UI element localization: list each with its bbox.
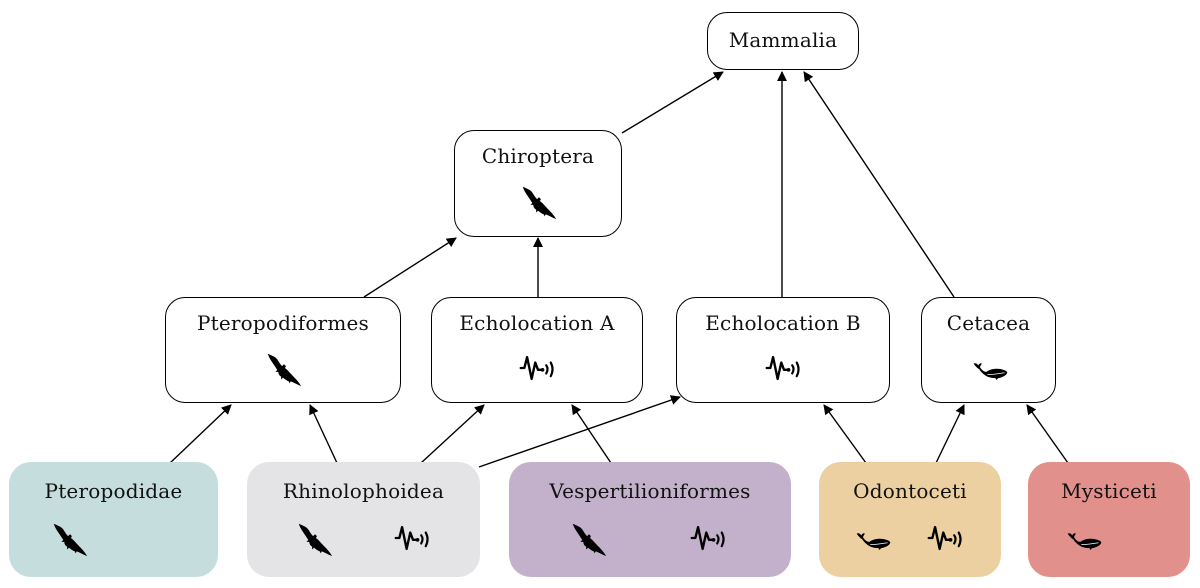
echolocation-icon [926, 518, 966, 558]
node-label: Echolocation A [459, 311, 615, 335]
node-label: Odontoceti [853, 479, 967, 503]
echolocation-icon [764, 348, 804, 388]
edge-rhinolophoidea-to-pteropodiformes [309, 404, 338, 464]
edge-chiroptera-to-mammalia [621, 71, 724, 134]
node-label: Vespertilioniformes [549, 479, 751, 503]
edge-cetacea-to-mammalia [803, 71, 955, 298]
edge-pteropodidae-to-pteropodiformes [169, 404, 232, 464]
edge-odontoceti-to-echolocation-b [823, 404, 867, 464]
echolocation-icon [518, 348, 558, 388]
edge-rhinolophoidea-to-echolocation-b [478, 395, 681, 468]
edge-odontoceti-to-cetacea [935, 404, 965, 464]
node-pteropodiformes: Pteropodiformes [165, 297, 401, 403]
node-label: Cetacea [946, 311, 1031, 335]
node-echolocation-a: Echolocation A [431, 297, 643, 403]
node-echolocation-b: Echolocation B [676, 297, 890, 403]
node-mysticeti: Mysticeti [1028, 462, 1190, 577]
node-chiroptera: Chiroptera [454, 130, 622, 237]
whale-icon [853, 520, 893, 560]
node-cetacea: Cetacea [921, 297, 1056, 403]
edge-vespertilioniformes-to-echolocation-a [571, 404, 612, 464]
node-label: Echolocation B [705, 311, 861, 335]
node-label: Pteropodiformes [196, 311, 370, 335]
bat-icon [518, 181, 560, 223]
bat-icon [294, 518, 336, 560]
edge-pteropodiformes-to-chiroptera [363, 237, 457, 298]
node-mammalia: Mammalia [707, 12, 859, 70]
node-label: Pteropodidae [44, 479, 183, 503]
node-label: Mammalia [728, 28, 838, 52]
node-label: Mysticeti [1061, 479, 1157, 503]
edge-rhinolophoidea-to-echolocation-a [420, 404, 485, 464]
edges-layer [169, 71, 1069, 468]
echolocation-icon [689, 518, 729, 558]
node-pteropodidae: Pteropodidae [9, 462, 218, 577]
edge-mysticeti-to-cetacea [1026, 404, 1069, 464]
echolocation-icon [393, 518, 433, 558]
bat-icon [263, 348, 305, 390]
node-vespertilioniformes: Vespertilioniformes [509, 462, 791, 577]
bat-icon [568, 518, 610, 560]
bat-icon [49, 518, 91, 560]
node-label: Rhinolophoidea [282, 479, 445, 503]
whale-icon [970, 350, 1010, 390]
whale-icon [1064, 520, 1104, 560]
node-odontoceti: Odontoceti [819, 462, 1001, 577]
node-label: Chiroptera [481, 144, 595, 168]
node-rhinolophoidea: Rhinolophoidea [247, 462, 480, 577]
